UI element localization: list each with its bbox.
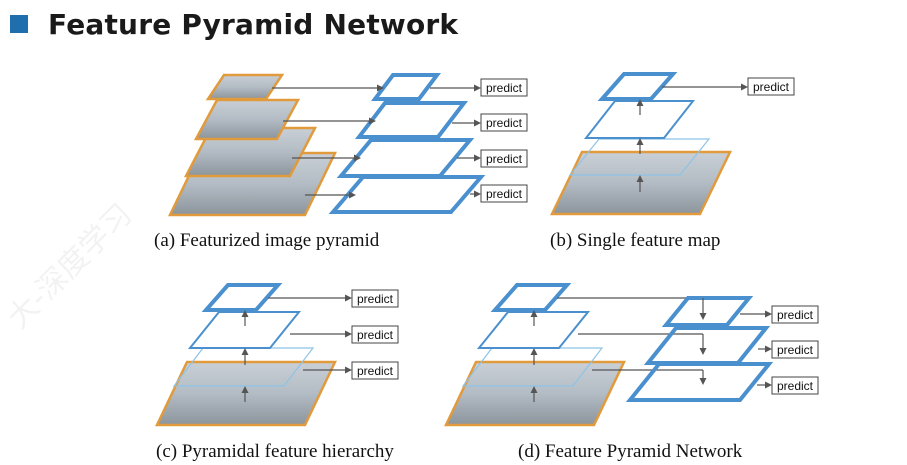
panel-d-topdown-map-1 xyxy=(625,362,774,402)
panel-d-bottomup-map-2 xyxy=(476,311,591,349)
panel-c-arrowhead-pred-2 xyxy=(345,330,352,338)
panel-d-bottomup-map-3 xyxy=(490,283,572,312)
panel-c: predict predict predict (c) Pyramidal fe… xyxy=(155,283,399,462)
panel-a-feature-map-3 xyxy=(354,101,469,139)
panel-c-arrowhead-up-3 xyxy=(241,310,249,317)
predict-label: predict xyxy=(486,187,523,201)
panel-c-feature-map-3 xyxy=(201,283,283,312)
panel-a-predict-box-3: predict xyxy=(480,113,528,132)
panel-d-arrowhead-pred-1 xyxy=(765,381,772,389)
panel-a-caption: (a) Featurized image pyramid xyxy=(154,230,380,251)
panel-a-feature-map-2 xyxy=(336,138,475,178)
panel-d-bottomup-map-1 xyxy=(461,347,604,387)
panel-b-feature-map-3 xyxy=(597,72,678,101)
panel-c-predict-box-3: predict xyxy=(351,289,399,308)
predict-label: predict xyxy=(357,328,394,342)
panel-a-arrowhead-pred1 xyxy=(474,190,481,198)
panel-c-predict-box-1: predict xyxy=(351,361,399,380)
predict-label: predict xyxy=(357,364,394,378)
predict-label: predict xyxy=(486,81,523,95)
panel-c-arrowhead-up-1 xyxy=(241,386,249,393)
page-title: Feature Pyramid Network xyxy=(48,7,459,41)
panel-a-arrowhead-pred4 xyxy=(474,84,481,92)
panel-a-image-level-3 xyxy=(193,98,301,141)
panel-d-predict-box-3: predict xyxy=(771,305,819,324)
panel-a-arrowhead-img4 xyxy=(377,84,384,92)
slide-title: Feature Pyramid Network xyxy=(10,4,458,44)
title-bullet-square xyxy=(10,15,28,33)
panel-b: predict (b) Single feature map xyxy=(550,72,795,251)
panel-d-predict-box-1: predict xyxy=(771,376,819,395)
panel-c-arrowhead-pred-3 xyxy=(345,294,352,302)
panel-b-arrowhead-up-1 xyxy=(636,175,644,182)
panel-a-predict-box-4: predict xyxy=(480,78,528,97)
panel-d-arrowhead-down-3 xyxy=(699,378,707,385)
panel-b-predict-box: predict xyxy=(747,77,795,96)
panel-a: predict predict predict predict (a) Feat… xyxy=(154,73,528,251)
predict-label: predict xyxy=(777,379,814,393)
panel-a-arrowhead-pred2 xyxy=(474,154,481,162)
panel-b-caption: (b) Single feature map xyxy=(550,230,720,251)
panel-a-predict-box-2: predict xyxy=(480,149,528,168)
predict-label: predict xyxy=(357,292,394,306)
panel-d-arrowhead-pred-3 xyxy=(765,310,772,318)
panel-b-arrowhead-up-2 xyxy=(636,138,644,145)
panel-d-arrowhead-down-1 xyxy=(699,313,707,320)
panel-c-image xyxy=(155,360,337,427)
watermark-text: 大-深度学习 xyxy=(1,197,139,335)
predict-label: predict xyxy=(777,308,814,322)
panel-a-arrowhead-img3 xyxy=(369,117,376,125)
panel-b-image xyxy=(550,150,732,216)
panel-d-arrowhead-pred-2 xyxy=(765,345,772,353)
panel-a-image-level-4 xyxy=(205,73,285,101)
panel-d-caption: (d) Feature Pyramid Network xyxy=(518,441,743,462)
predict-label: predict xyxy=(777,343,814,357)
panel-b-arrowhead-pred xyxy=(741,83,748,91)
panel-d-predict-box-2: predict xyxy=(771,340,819,359)
panel-c-arrowhead-up-2 xyxy=(241,348,249,355)
panel-b-feature-map-2 xyxy=(583,100,696,139)
panel-b-arrowhead-up-3 xyxy=(636,99,644,106)
panel-a-predict-box-1: predict xyxy=(480,184,528,203)
panel-d-arrowhead-up-3 xyxy=(530,310,538,317)
panel-d-arrowhead-down-2 xyxy=(699,348,707,355)
panel-d: predict predict predict (d) Feature Pyra… xyxy=(444,283,819,462)
panel-d-arrowhead-up-1 xyxy=(530,386,538,393)
panel-c-predict-box-2: predict xyxy=(351,325,399,344)
panel-a-arrowhead-pred3 xyxy=(474,119,481,127)
panel-d-arrowhead-up-2 xyxy=(530,348,538,355)
panel-d-image xyxy=(444,360,626,427)
panel-a-feature-map-4 xyxy=(371,73,441,101)
panel-c-feature-map-1 xyxy=(172,347,315,387)
predict-label: predict xyxy=(486,152,523,166)
predict-label: predict xyxy=(753,80,790,94)
panel-c-arrowhead-pred-1 xyxy=(345,366,352,374)
predict-label: predict xyxy=(486,116,523,130)
panel-c-feature-map-2 xyxy=(187,311,302,349)
panel-b-feature-map-1 xyxy=(568,138,711,176)
panel-c-caption: (c) Pyramidal feature hierarchy xyxy=(156,441,394,462)
panel-a-arrowhead-img1 xyxy=(349,191,356,199)
panel-d-topdown-map-2 xyxy=(643,326,771,365)
panel-d-topdown-map-3 xyxy=(661,296,754,327)
panel-a-arrowhead-img2 xyxy=(354,154,361,162)
panel-a-feature-map-1 xyxy=(328,175,486,214)
